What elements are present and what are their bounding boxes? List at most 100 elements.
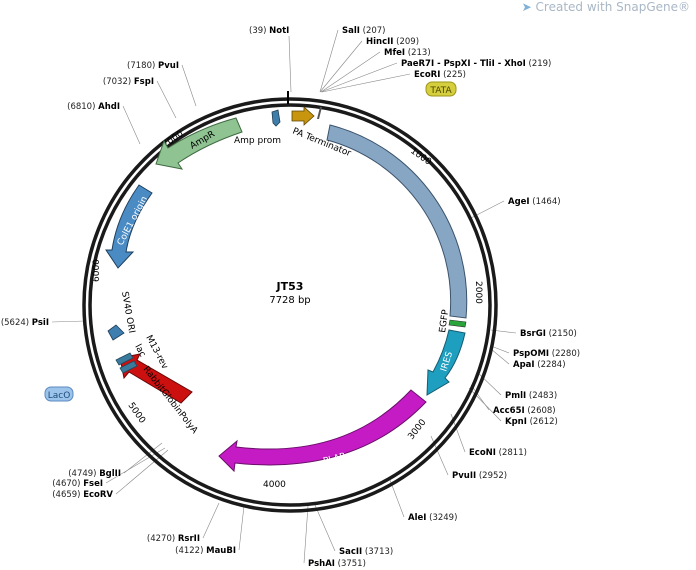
site-position: (4122) [175, 546, 206, 556]
restriction-site-label[interactable]: BsrGI (2150) [520, 329, 577, 339]
feature-rabbitglobinpolya-label: RabbitGlobinPolyA [141, 365, 200, 437]
site-name: PspOMI [513, 349, 549, 359]
restriction-site-label[interactable]: KpnI (2612) [505, 417, 558, 427]
restriction-site-label[interactable]: (4659) EcoRV [52, 490, 113, 500]
site-position: (213) [405, 48, 431, 58]
site-name: HincII [366, 37, 393, 47]
site-name: KpnI [505, 417, 527, 427]
tick-6000: 6000 [92, 259, 102, 282]
plasmid-size: 7728 bp [269, 295, 310, 306]
feature-ampr[interactable] [155, 117, 243, 170]
tata-badge[interactable] [425, 81, 457, 97]
restriction-site-label[interactable]: (7180) PvuI [127, 61, 179, 71]
site-name: EcoRI [414, 70, 440, 80]
restriction-site-label[interactable]: PvuII (2952) [452, 471, 507, 481]
site-name: PsiI [32, 318, 49, 328]
restriction-site-label[interactable]: AgeI (1464) [508, 197, 561, 207]
restriction-site-label[interactable]: EcoNI (2811) [469, 448, 527, 458]
site-name: MauBI [206, 546, 236, 556]
feature-ires[interactable] [426, 329, 466, 396]
restriction-site-label[interactable]: Acc65I (2608) [493, 406, 556, 416]
restriction-site-label[interactable]: HincII (209) [366, 37, 419, 47]
restriction-site-label[interactable]: PshAI (3751) [308, 559, 366, 569]
restriction-site-label[interactable]: (6810) AhdI [67, 102, 120, 112]
site-position: (2284) [535, 360, 566, 370]
site-position: (2811) [496, 448, 527, 458]
site-position: (2483) [526, 391, 557, 401]
restriction-site-label[interactable]: (7032) FspI [103, 77, 154, 87]
site-name: EcoRV [83, 490, 113, 500]
site-name: RsrII [178, 534, 200, 544]
site-name: PaeR7I - PspXI - TliI - XhoI [401, 59, 526, 69]
restriction-site-label[interactable]: (4122) MauBI [175, 546, 236, 556]
restriction-site-label[interactable]: AleI (3249) [408, 513, 457, 523]
site-name: SacII [339, 547, 362, 557]
site-name: PvuI [158, 61, 179, 71]
watermark: ➤ Created with SnapGene® [522, 0, 690, 14]
restriction-site-label[interactable]: PmlI (2483) [505, 391, 557, 401]
restriction-site-label[interactable]: (4670) FseI [52, 479, 103, 489]
restriction-site-label[interactable]: PspOMI (2280) [513, 349, 580, 359]
site-leader-line [202, 502, 220, 539]
feature-sv40-ori[interactable] [107, 324, 125, 341]
restriction-site-label[interactable]: (39) NotI [249, 26, 289, 36]
feature-phc31o[interactable] [326, 124, 468, 319]
feature-plap[interactable] [218, 389, 427, 473]
feature-laco-box[interactable] [119, 360, 138, 374]
site-position: (6810) [67, 102, 98, 112]
site-position: (2280) [549, 349, 580, 359]
restriction-site-label[interactable]: EcoRI (225) [414, 70, 466, 80]
site-name: EcoNI [469, 448, 496, 458]
site-name: PvuII [452, 471, 476, 481]
site-position: (207) [360, 26, 386, 36]
feature-pa-terminator[interactable] [291, 106, 315, 126]
tick-3000: 3000 [406, 417, 428, 441]
feature-lac[interactable] [115, 352, 134, 366]
site-name: PshAI [308, 559, 335, 569]
site-name: BglII [99, 469, 121, 479]
site-name: ApaI [513, 360, 535, 370]
site-position: (2952) [476, 471, 507, 481]
feature-egfp[interactable] [448, 319, 467, 328]
snapgene-logo-icon: ➤ [521, 0, 532, 14]
site-name: SalI [342, 26, 360, 36]
feature-amp-prom[interactable] [271, 109, 281, 127]
site-leader-line [181, 64, 197, 107]
restriction-site-label[interactable]: ApaI (2284) [513, 360, 566, 370]
backbone-outer-ring [82, 97, 498, 513]
feature-egfp-label: EGFP [438, 308, 451, 333]
restriction-site-label[interactable]: MfeI (213) [384, 48, 431, 58]
tick-4000: 4000 [263, 480, 286, 490]
laco-badge-label: LacO [48, 391, 71, 401]
laco-badge[interactable] [44, 386, 74, 402]
restriction-site-label[interactable]: (4749) BglII [68, 469, 121, 479]
site-leader-line [490, 348, 510, 365]
site-leader-line [320, 62, 398, 93]
site-position: (2608) [525, 406, 556, 416]
restriction-site-label[interactable]: (5624) PsiI [1, 318, 49, 328]
plasmid-name: JT53 [276, 280, 304, 293]
site-leader-line [123, 442, 163, 474]
site-name: FseI [83, 479, 103, 489]
site-position: (225) [440, 70, 466, 80]
restriction-site-label[interactable]: PaeR7I - PspXI - TliI - XhoI (219) [401, 59, 551, 69]
watermark-text: Created with SnapGene® [535, 0, 690, 14]
site-leader-line [476, 371, 502, 396]
site-leader-line [468, 387, 502, 422]
restriction-site-label[interactable]: (4270) RsrII [147, 534, 200, 544]
backbone-inner-ring [88, 103, 492, 507]
site-position: (209) [393, 37, 419, 47]
site-leader-line [238, 505, 245, 551]
site-leader-line [156, 80, 177, 119]
restriction-site-label[interactable]: SacII (3713) [339, 547, 393, 557]
site-leader-line [321, 73, 411, 93]
site-leader-line [320, 51, 381, 93]
site-position: (219) [526, 59, 552, 69]
restriction-site-label[interactable]: SalI (207) [342, 26, 386, 36]
site-leader-line [288, 35, 292, 93]
site-position: (2612) [527, 417, 558, 427]
feature-cole1-origin[interactable] [105, 184, 153, 269]
feature-small-marker [317, 107, 322, 119]
site-position: (39) [249, 26, 269, 36]
